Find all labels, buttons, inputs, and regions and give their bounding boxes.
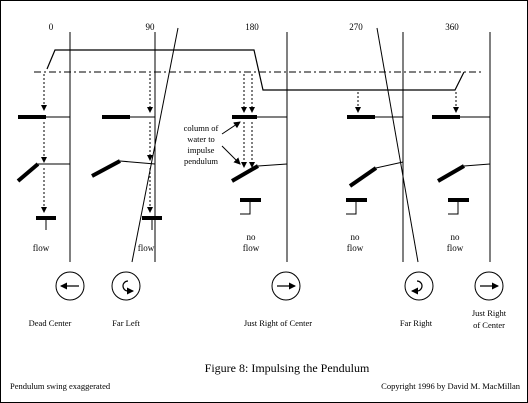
lower-valve-arm xyxy=(257,163,288,167)
lower-valve-open xyxy=(91,159,121,178)
panel-90 xyxy=(91,74,162,230)
state-label: Dead Center xyxy=(29,318,72,328)
pendulum-lines xyxy=(131,27,419,263)
annotation-pointer-lower xyxy=(221,145,241,165)
arrow-right-icon xyxy=(271,271,301,301)
degree-label: 0 xyxy=(49,22,54,32)
degree-label: 270 xyxy=(349,22,363,32)
state-label: of Center xyxy=(473,320,505,330)
lower-valve-arm xyxy=(119,160,156,165)
water-column-annotation: column of water to impulse pendulum xyxy=(184,123,219,166)
state-label: Far Left xyxy=(112,318,140,328)
flow-label: flow xyxy=(33,243,50,253)
degree-labels: 0 90 180 270 360 xyxy=(49,22,460,32)
arrow-left-icon xyxy=(55,271,85,301)
clockwise-turn-icon xyxy=(111,271,141,301)
figure-caption: Figure 8: Impulsing the Pendulum xyxy=(205,361,370,375)
annotation-line: pendulum xyxy=(184,156,218,166)
degree-label: 180 xyxy=(245,22,259,32)
flow-label: flow xyxy=(347,243,364,253)
arrow-right-icon xyxy=(474,271,504,301)
outlet-spout xyxy=(346,200,357,215)
flow-labels: flow flow no flow no flow no flow xyxy=(33,232,464,253)
lower-valve xyxy=(348,166,378,188)
panel-270 xyxy=(346,92,404,215)
state-label: Just Right of Center xyxy=(244,318,312,328)
annotation-line: column of xyxy=(184,123,219,133)
outlet-spout xyxy=(240,200,251,215)
lower-valve-arm xyxy=(463,163,491,167)
flow-label: flow xyxy=(138,243,155,253)
panel-center-lines xyxy=(69,32,491,262)
counterclockwise-turn-icon xyxy=(404,271,434,301)
annotation-pointer-upper xyxy=(221,121,241,135)
flow-label: no xyxy=(451,232,461,242)
degree-label: 360 xyxy=(445,22,459,32)
flow-label: flow xyxy=(243,243,260,253)
lower-valve-arm xyxy=(375,161,404,169)
flow-label: flow xyxy=(447,243,464,253)
state-labels: Dead Center Far Left Just Right of Cente… xyxy=(29,308,507,330)
water-flow-arrows xyxy=(241,74,255,168)
copyright-note: Copyright 1996 by David M. MacMillan xyxy=(381,381,521,391)
annotation-line: impulse xyxy=(188,145,215,155)
trough-linkage xyxy=(46,49,465,91)
lower-valve xyxy=(231,164,259,183)
annotation-line: water to xyxy=(187,134,215,144)
state-label: Just Right xyxy=(472,308,507,318)
lower-valve xyxy=(437,164,465,183)
footer-note: Pendulum swing exaggerated xyxy=(10,381,111,391)
flow-label: no xyxy=(247,232,257,242)
degree-label: 90 xyxy=(146,22,156,32)
panel-0 xyxy=(16,74,70,230)
flow-label: no xyxy=(351,232,361,242)
panel-360 xyxy=(432,92,491,215)
outlet-spout xyxy=(448,200,459,215)
rotation-indicators xyxy=(55,271,504,301)
panel-180 xyxy=(221,74,288,215)
state-label: Far Right xyxy=(400,318,433,328)
lower-valve-open xyxy=(16,162,40,183)
